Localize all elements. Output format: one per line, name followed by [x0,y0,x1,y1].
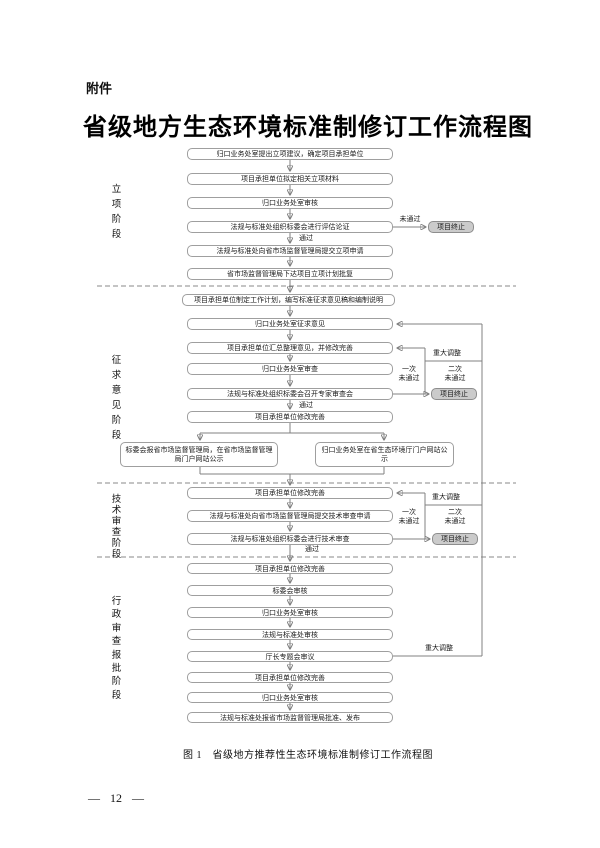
step-box: 项目承担单位拟定相关立项材料 [187,173,393,185]
step-box: 省市场监督管理局下达项目立项计划批复 [187,268,393,280]
major-adjust-label: 重大调整 [433,349,461,357]
stage-label-initiation: 立项阶段 [111,185,122,240]
pass-label: 通过 [305,545,319,553]
fail-once-label: 一次 未通过 [398,365,420,382]
stage-label-administrative-approval: 行政审查报批阶段 [111,597,122,701]
terminate-box: 项目终止 [431,388,477,400]
step-box: 法规与标准处组织标委会进行评估论证 [187,221,393,233]
major-adjust-label: 重大调整 [432,493,460,501]
step-box: 项目承担单位修改完善 [187,672,393,683]
step-box: 归口业务处室审核 [187,692,393,703]
attachment-label: 附件 [86,81,113,96]
step-box: 项目承担单位修改完善 [187,487,393,499]
step-box: 项目承担单位修改完善 [187,563,393,574]
step-box: 项目承担单位汇总整理意见，并修改完善 [187,342,393,354]
fail-once-label: 一次 未通过 [398,508,420,525]
step-box: 归口业务处室审核 [187,607,393,618]
stage-label-comment: 征求意见阶段 [111,356,122,441]
page-title: 省级地方生态环境标准制修订工作流程图 [83,115,533,141]
major-adjust-label: 重大调整 [425,644,453,652]
step-box: 法规与标准处报省市场监督管理局批准、发布 [187,712,393,723]
figure-caption: 图 1 省级地方推荐性生态环境标准制修订工作流程图 [183,750,433,761]
terminate-box: 项目终止 [428,221,474,233]
pass-label: 通过 [299,234,313,242]
step-box: 法规与标准处审核 [187,629,393,640]
page-number: — 12 — [88,791,144,805]
step-box: 法规与标准处向省市场监督管理局提交立项申请 [187,245,393,257]
step-box: 项目承担单位修改完善 [187,411,393,423]
step-box: 法规与标准处组织标委会召开专家审查会 [187,388,393,400]
publicity-box-market-bureau: 标委会报省市场监督管理局，在省市场监督管理局门户网站公示 [120,442,278,467]
step-box: 法规与标准处组织标委会进行技术审查 [187,533,393,545]
step-box: 法规与标准处向省市场监督管理局提交技术审查申请 [187,510,393,522]
step-box: 厅长专题会审议 [187,651,393,662]
fail-twice-label: 二次 未通过 [444,365,466,382]
step-box: 项目承担单位制定工作计划，编写标准征求意见稿和编制说明 [182,294,395,306]
step-box: 归口业务处室审核 [187,197,393,209]
step-box: 归口业务处室征求意见 [187,318,393,330]
step-box: 归口业务处室提出立项建议，确定项目承担单位 [187,148,393,160]
fail-label: 未通过 [399,215,421,223]
step-box: 标委会审核 [187,585,393,596]
stage-label-technical-review: 技术审查阶段 [111,495,122,560]
terminate-box: 项目终止 [432,533,478,545]
step-box: 归口业务处室审查 [187,363,393,375]
fail-twice-label: 二次 未通过 [444,508,466,525]
publicity-box-ecology-dept: 归口业务处室在省生态环境厅门户网站公示 [315,442,454,467]
pass-label: 通过 [299,401,313,409]
